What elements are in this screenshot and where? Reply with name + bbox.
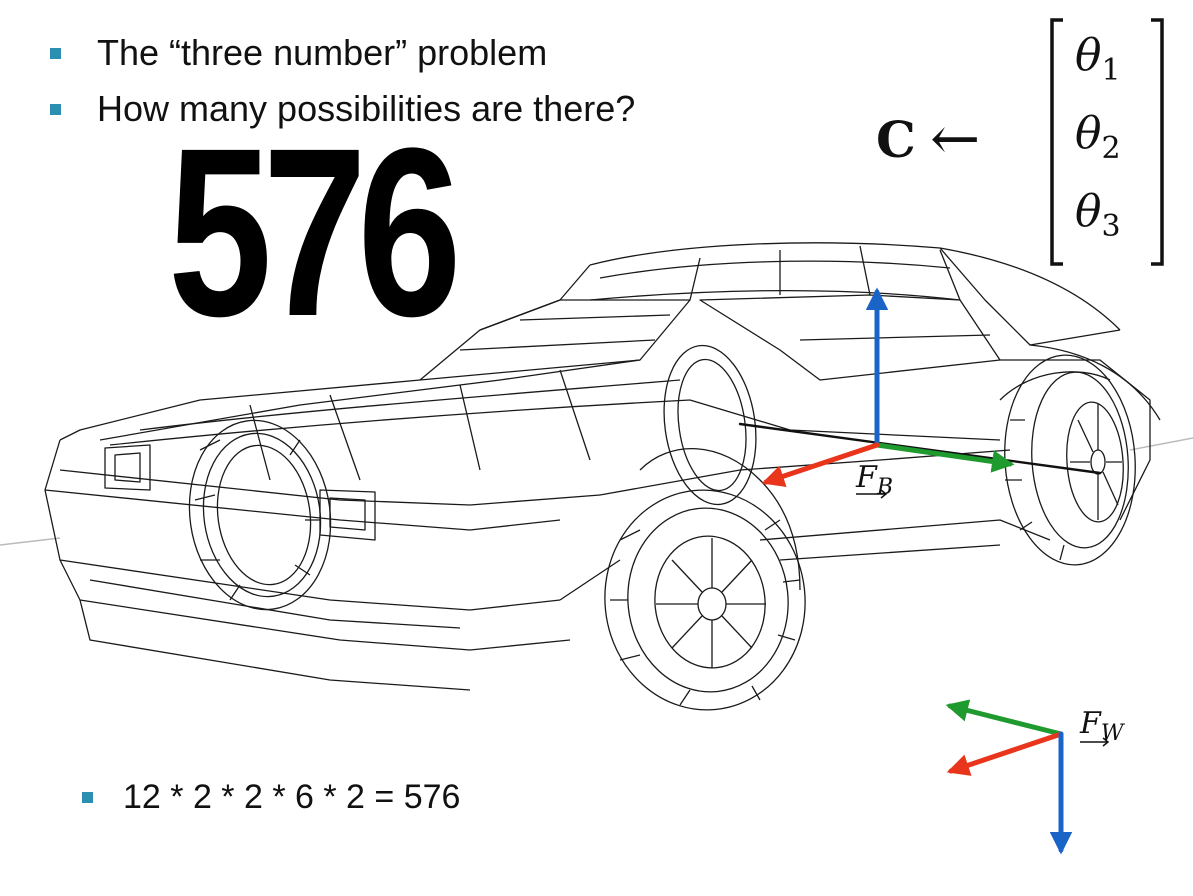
body-frame-axes [738, 287, 1102, 487]
theta-1: θ1 [1075, 30, 1121, 88]
bullet-item: 12 * 2 * 2 * 6 * 2 = 576 [82, 778, 460, 817]
matrix-brackets [1050, 18, 1164, 266]
body-y-axis [874, 442, 1015, 473]
frame-letter: F [1080, 706, 1101, 741]
theta-subscript: 2 [1101, 130, 1121, 166]
bullet-item: How many possibilities are there? [50, 88, 635, 130]
frame-label-arrows [856, 489, 1110, 747]
formula-lhs: C [876, 110, 916, 169]
formula-arrow: ← [930, 104, 981, 174]
body-x-axis [761, 442, 880, 487]
bullet-text: 12 * 2 * 2 * 6 * 2 = 576 [123, 778, 461, 816]
world-y-axis [945, 699, 1064, 737]
theta-2: θ2 [1075, 108, 1121, 166]
world-frame-axes [945, 699, 1073, 855]
big-number: 576 [168, 98, 462, 366]
theta-symbol: θ [1075, 186, 1102, 237]
car-body [44, 242, 1161, 711]
theta-3: θ3 [1075, 186, 1121, 244]
frame-subscript: W [1100, 721, 1124, 746]
ground-line [0, 437, 1193, 546]
bullet-square-icon [82, 792, 93, 803]
bullet-text: How many possibilities are there? [97, 88, 636, 129]
theta-subscript: 1 [1101, 52, 1121, 88]
bullet-square-icon [50, 103, 61, 115]
frame-letter: F [856, 460, 877, 495]
theta-subscript: 3 [1101, 208, 1121, 244]
body-frame-label: FB [856, 460, 893, 500]
frame-subscript: B [876, 475, 893, 500]
body-axis-line [738, 422, 1102, 475]
bullet-text: The “three number” problem [97, 32, 548, 73]
bullet-item: The “three number” problem [50, 32, 547, 74]
theta-symbol: θ [1075, 30, 1102, 81]
bullet-square-icon [50, 47, 61, 59]
world-x-axis [946, 731, 1064, 776]
theta-symbol: θ [1075, 108, 1102, 159]
world-frame-label: FW [1080, 706, 1123, 746]
